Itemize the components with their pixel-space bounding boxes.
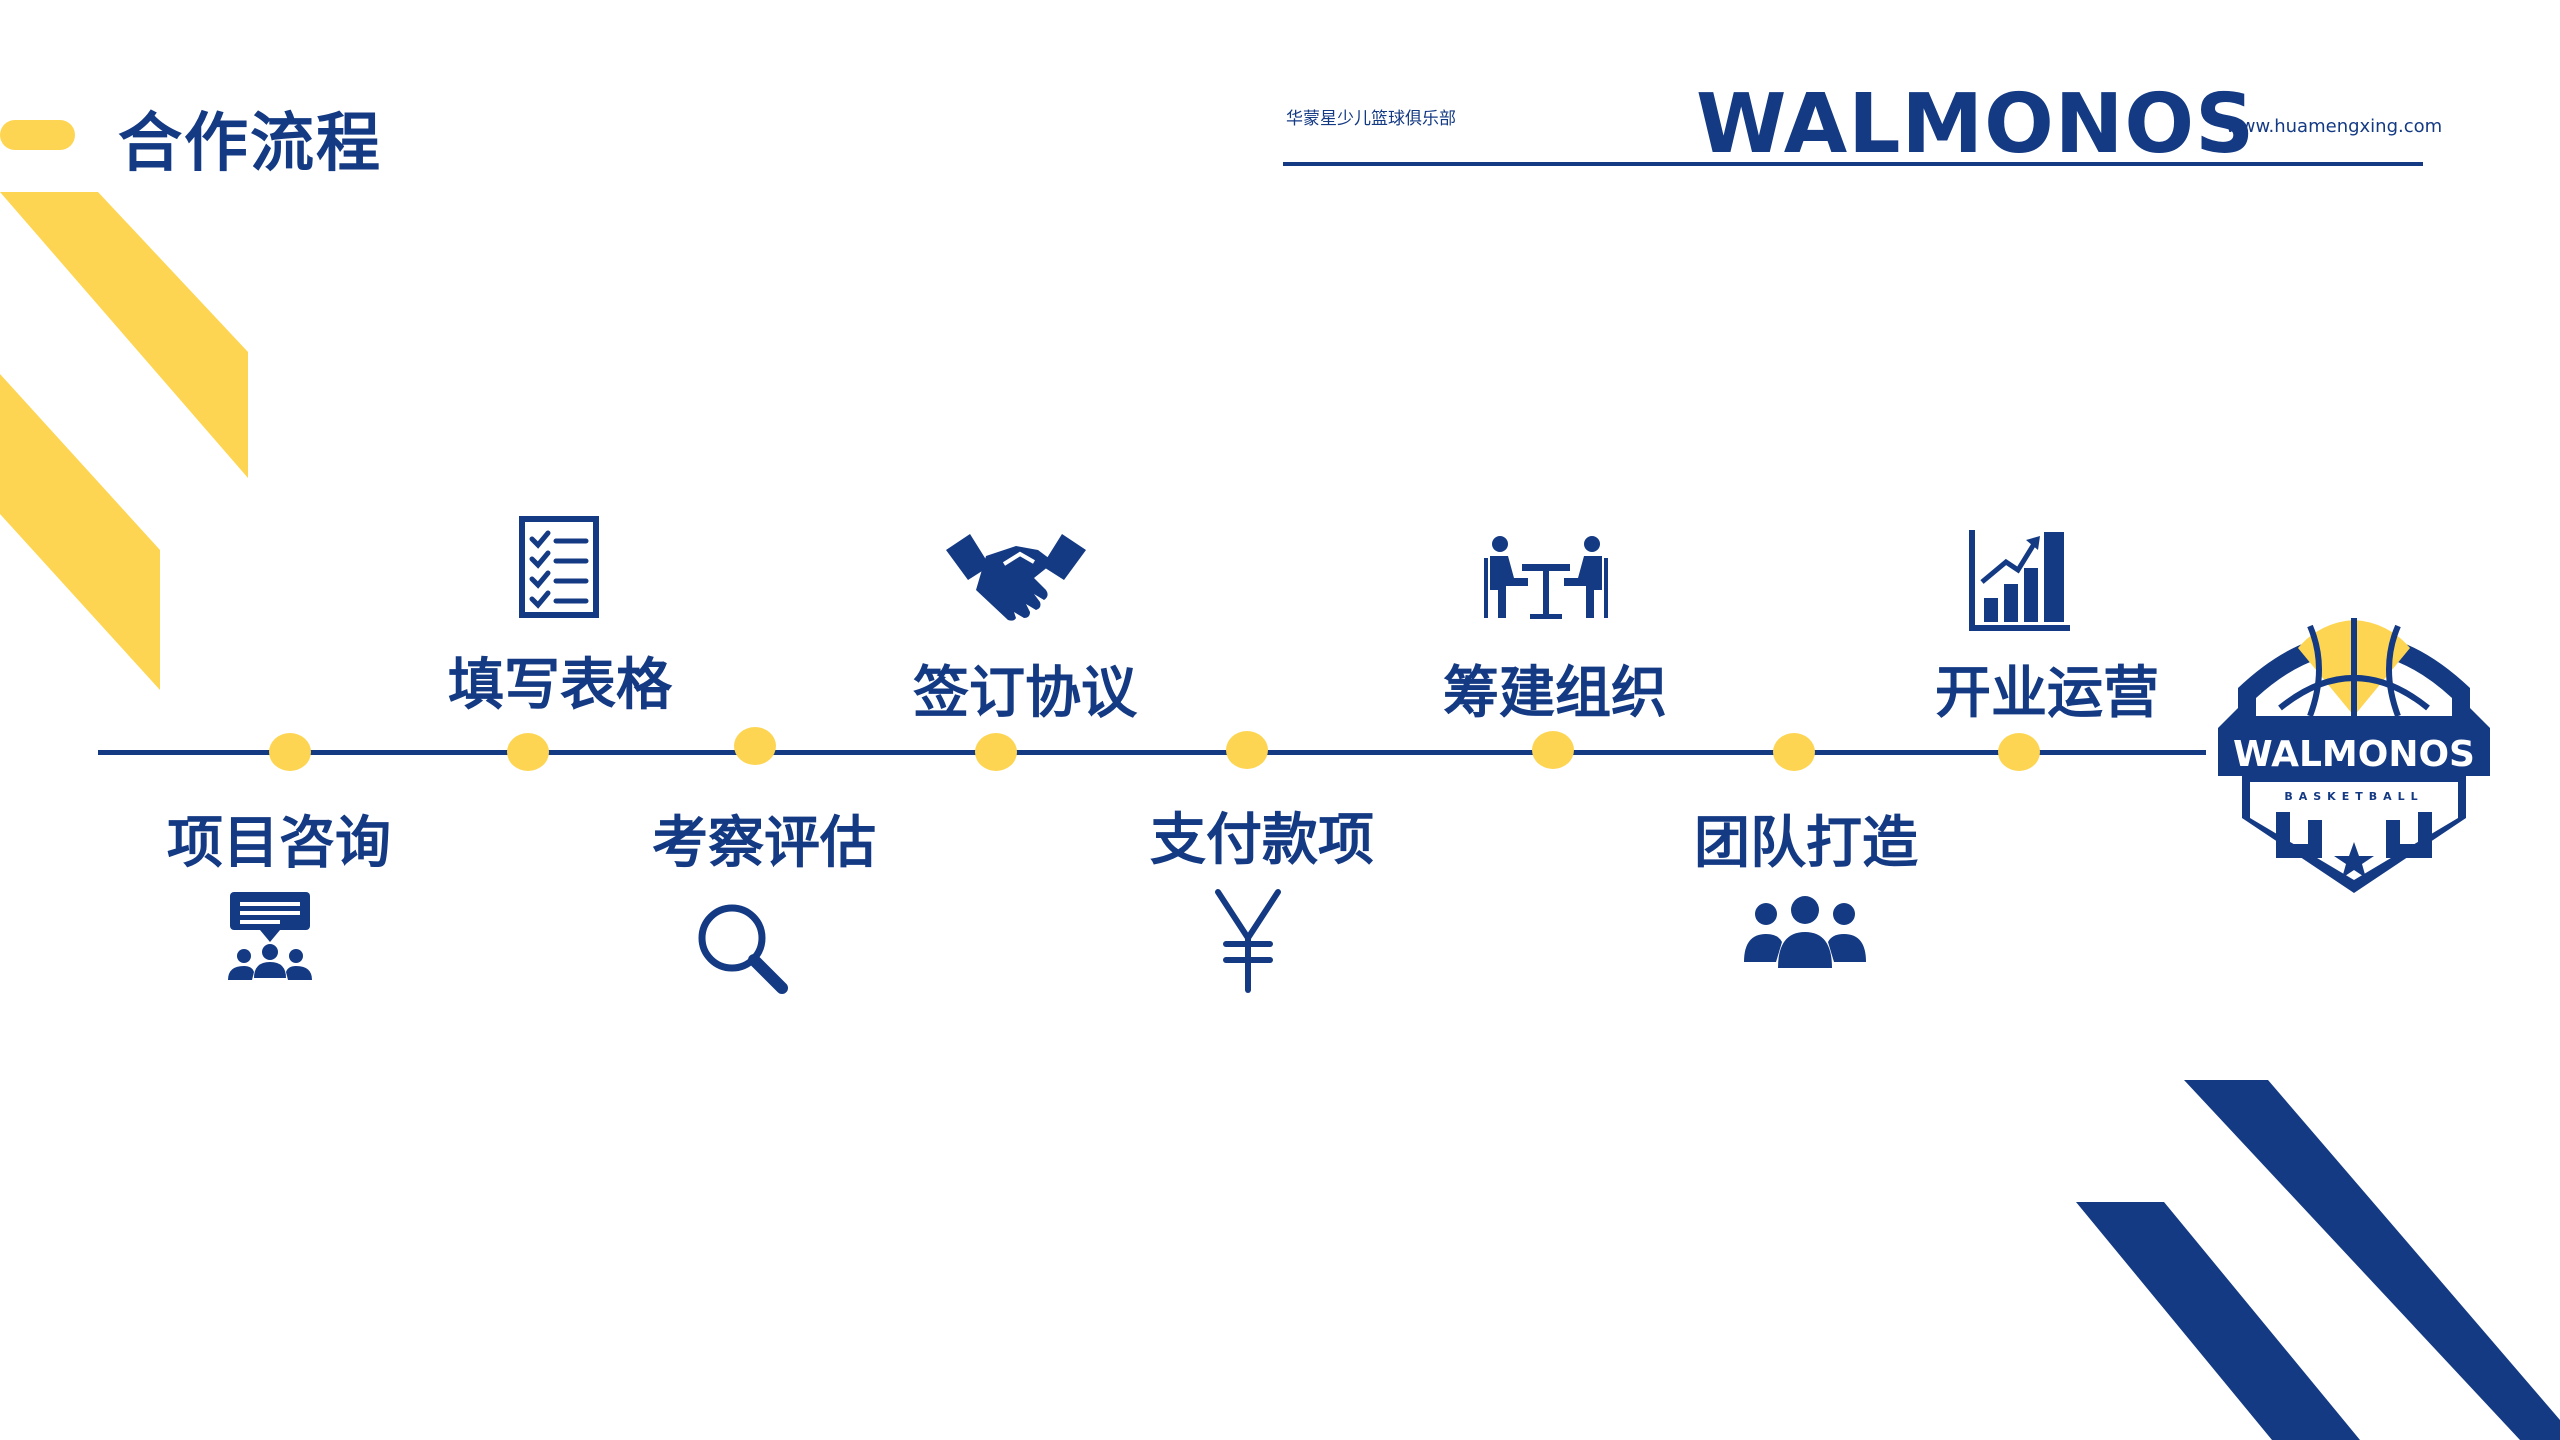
club-name: 华蒙星少儿篮球俱乐部 [1286, 109, 1456, 129]
timeline-dots [269, 727, 2040, 771]
timeline-dot [269, 733, 311, 771]
timeline-dot [507, 733, 549, 771]
growth-chart-icon [1969, 530, 2070, 631]
yuan-icon [1215, 889, 1281, 993]
header-divider [1283, 162, 2423, 166]
blue-stripe-right [2184, 1080, 2560, 1440]
magnifier-icon [698, 904, 788, 994]
step-label-consultation: 项目咨询 [167, 811, 391, 876]
timeline-dot [1998, 733, 2040, 771]
yellow-stripe-bottom [0, 374, 160, 690]
timeline-dot [975, 733, 1017, 771]
step-label-organize: 筹建组织 [1443, 661, 1667, 726]
website-link[interactable]: www.huamengxing.com [2226, 116, 2443, 137]
blue-stripe-left [2076, 1202, 2360, 1440]
step-label-team: 团队打造 [1694, 811, 1918, 876]
consultation-icon [228, 892, 312, 980]
page-title: 合作流程 [118, 107, 382, 181]
step-label-payment: 支付款项 [1150, 808, 1374, 873]
step-label-evaluation: 考察评估 [652, 811, 876, 876]
handshake-icon [946, 534, 1086, 621]
yellow-stripe-top [0, 192, 248, 478]
yellow-title-bar [0, 120, 75, 150]
timeline-line [98, 750, 2206, 755]
timeline-dot [1226, 731, 1268, 769]
club-logo: WALMONOS BASKETBALL [2218, 618, 2490, 893]
team-icon [1744, 896, 1866, 968]
timeline-dot [734, 727, 776, 765]
logo-subtitle: BASKETBALL [2284, 790, 2423, 803]
step-label-form: 填写表格 [448, 653, 672, 718]
timeline-dot [1532, 731, 1574, 769]
checklist-icon [519, 516, 599, 618]
meeting-icon [1484, 536, 1608, 619]
brand-wordmark: WALMONOS [1696, 77, 2256, 172]
step-label-operation: 开业运营 [1935, 661, 2159, 726]
timeline-dot [1773, 733, 1815, 771]
step-label-agreement: 签订协议 [913, 661, 1137, 726]
logo-wordmark: WALMONOS [2233, 734, 2475, 775]
